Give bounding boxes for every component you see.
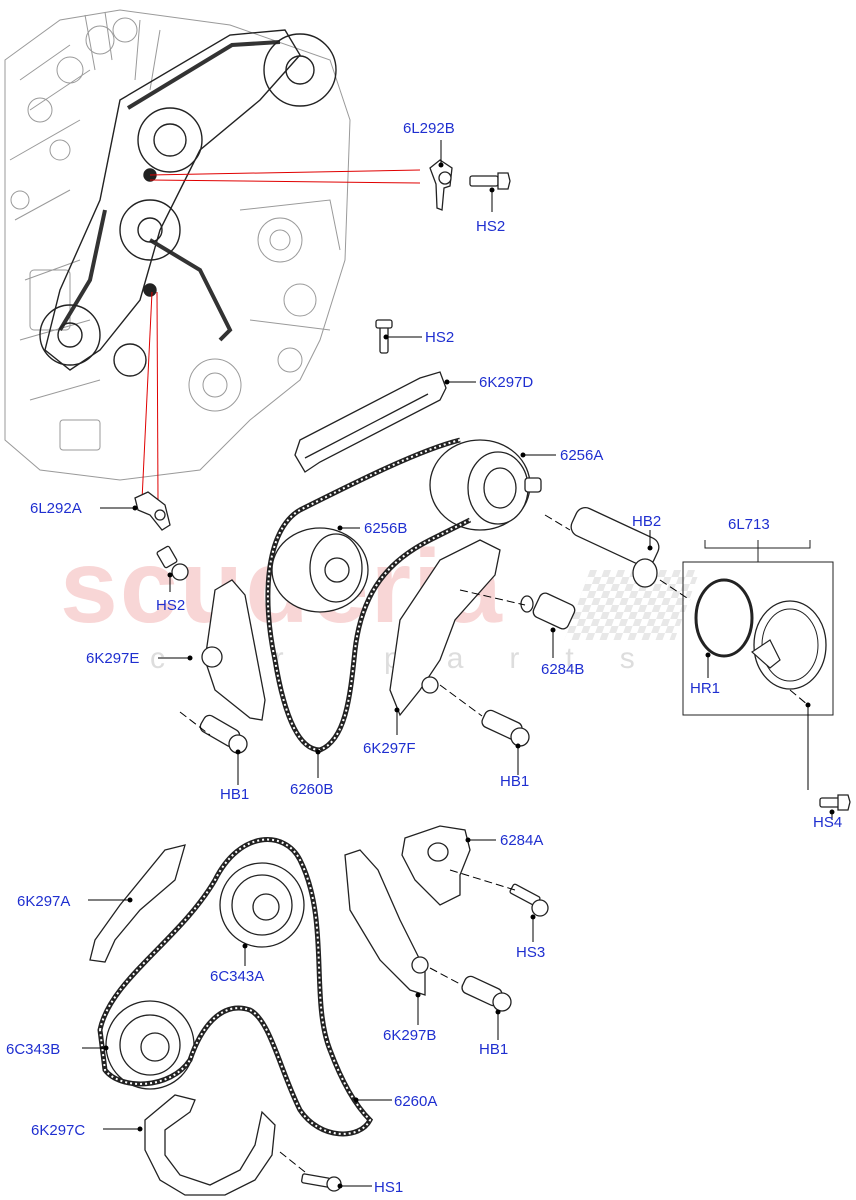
label-6l292a[interactable]: 6L292A [30,500,82,517]
label-hs2-guide[interactable]: HS2 [425,329,455,346]
label-hb1-mid[interactable]: HB1 [500,773,530,790]
label-6260a[interactable]: 6260A [394,1093,438,1110]
label-6284a[interactable]: 6284A [500,832,544,849]
label-6k297d[interactable]: 6K297D [479,374,534,391]
label-6c343a[interactable]: 6C343A [210,968,265,985]
highlight-lines [141,169,421,501]
tensioner-6284b [520,592,576,630]
label-hs4[interactable]: HS4 [813,814,843,831]
camshaft-phaser-6256a [429,439,542,531]
oil-control-solenoid-hb2 [570,507,660,588]
guide-6k297a [89,844,186,963]
label-6c343b[interactable]: 6C343B [6,1041,61,1058]
part-group-6l713 [682,540,834,716]
label-hr1[interactable]: HR1 [690,680,721,697]
leader-lines [82,140,833,1187]
label-6284b[interactable]: 6284B [541,661,585,678]
pin-hb1-low [461,975,512,1012]
label-6256b[interactable]: 6256B [364,520,408,537]
sprocket-6c343b [105,1000,195,1090]
bolt-hs2-left [156,545,189,581]
label-6k297c[interactable]: 6K297C [31,1122,86,1139]
leader-dots [103,162,835,1189]
bolt-hs2-top [469,172,511,190]
label-6k297b[interactable]: 6K297B [383,1027,437,1044]
label-6k297a[interactable]: 6K297A [17,893,71,910]
bolt-hs1 [301,1173,342,1192]
engine-block-ghost [4,9,351,481]
part-6l292a [134,491,171,531]
pin-hb1-mid [481,709,530,747]
sprocket-6c343a [219,862,305,948]
label-hs2-top[interactable]: HS2 [476,218,506,235]
label-hs1[interactable]: HS1 [374,1179,404,1196]
tensioner-arm-6k297e [201,579,266,721]
part-6l292b [429,159,453,211]
guide-6k297b [344,849,429,996]
label-6l713[interactable]: 6L713 [728,516,770,533]
guide-6k297c [144,1094,276,1196]
pin-hb1-left [199,714,248,754]
label-6260b[interactable]: 6260B [290,781,334,798]
timing-chain-6260b [265,437,472,753]
dashed-assembly-lines [179,514,809,1173]
bolt-hs3 [509,883,549,917]
label-6k297f[interactable]: 6K297F [363,740,416,757]
camshaft-phaser-6256b [271,527,369,613]
watermark-flag [564,570,700,640]
label-hb2[interactable]: HB2 [632,513,662,530]
label-6l292b[interactable]: 6L292B [403,120,455,137]
label-hb1-low[interactable]: HB1 [479,1041,509,1058]
guide-6k297f [389,539,501,717]
bolt-hs4 [819,794,851,811]
engine-timing-assembly [39,29,337,377]
label-hs2-left[interactable]: HS2 [156,597,186,614]
tensioner-6284a [401,825,471,906]
guide-6k297d [294,319,447,473]
label-hs3[interactable]: HS3 [516,944,546,961]
label-6256a[interactable]: 6256A [560,447,604,464]
label-6k297e[interactable]: 6K297E [86,650,140,667]
label-hb1-left[interactable]: HB1 [220,786,250,803]
